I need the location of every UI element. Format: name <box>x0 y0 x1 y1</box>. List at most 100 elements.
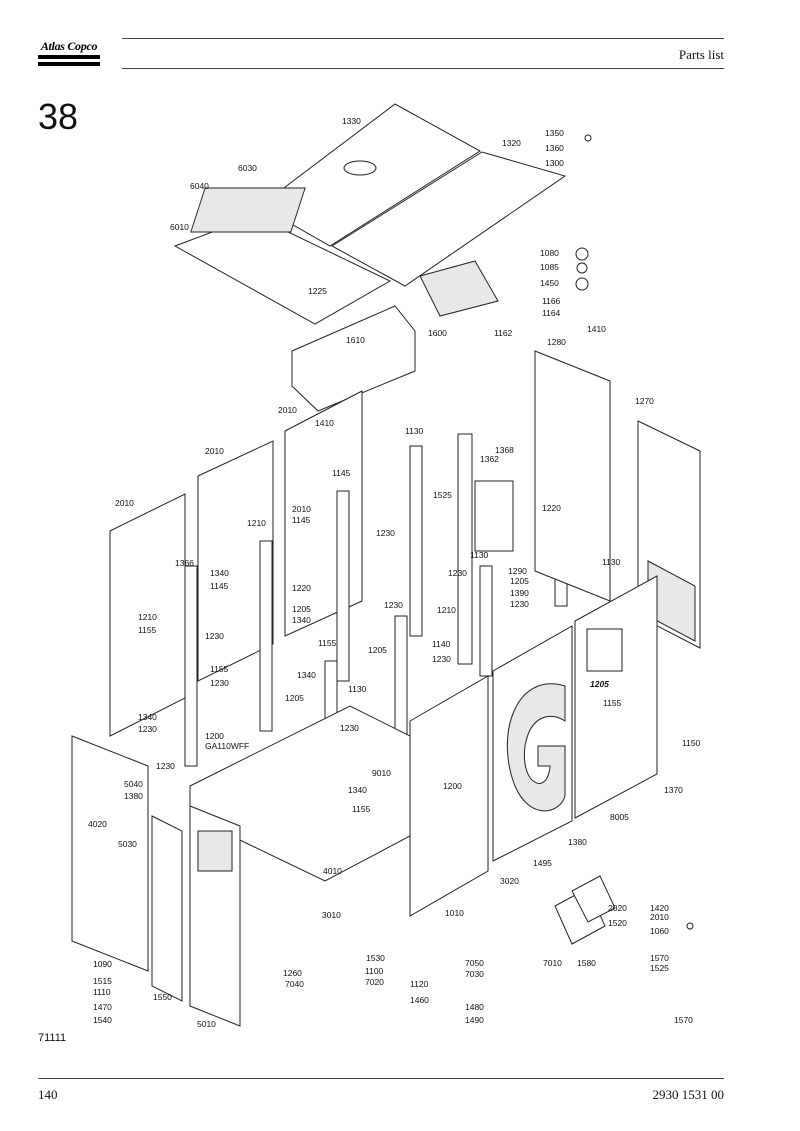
panel-9010 <box>574 575 658 819</box>
roof-panel-1330 <box>259 103 481 247</box>
part-number-label: 1085 <box>540 262 559 272</box>
part-number-label: 1350 <box>545 128 564 138</box>
part-number-label: 1280 <box>547 337 566 347</box>
part-number-label: 1205 <box>510 576 529 586</box>
part-number-label: 6010 <box>170 222 189 232</box>
part-number-label: 1205 <box>368 645 387 655</box>
part-number-label: 1130 <box>405 426 424 436</box>
panel-2010-b <box>197 440 274 682</box>
part-number-label: 1200 <box>443 781 462 791</box>
part-number-label: 5010 <box>197 1019 216 1029</box>
part-number-label: 1340 <box>138 712 157 722</box>
header-title: Parts list <box>678 47 724 62</box>
part-number-label: 1490 <box>465 1015 484 1025</box>
vent-grille-1162 <box>419 260 499 317</box>
part-number-label: 1220 <box>292 583 311 593</box>
part-number-label: 7050 <box>465 958 484 968</box>
gasket-1520 <box>571 875 616 923</box>
part-number-label: 1580 <box>577 958 596 968</box>
part-number-label: 1010 <box>445 908 464 918</box>
part-number-label: 1100 <box>365 966 384 976</box>
part-number-label: 1155 <box>318 638 337 648</box>
part-number-label: 7020 <box>365 977 384 987</box>
part-number-label: 7010 <box>543 958 562 968</box>
upright-1145-c <box>479 565 493 677</box>
part-number-label: 1340 <box>292 615 311 625</box>
header-rule-top <box>122 38 724 39</box>
part-number-label: GA110WFF <box>205 741 249 751</box>
part-number-label: 1155 <box>352 804 371 814</box>
part-number-label: 1162 <box>494 328 513 338</box>
part-number-label: 2010 <box>292 504 311 514</box>
part-number-label: 1210 <box>247 518 266 528</box>
panel-1380 <box>71 735 149 972</box>
part-number-label: 1570 <box>650 953 669 963</box>
part-number-label: 1230 <box>210 678 229 688</box>
part-number-label: 3020 <box>500 876 519 886</box>
logo-bar <box>38 62 100 66</box>
part-number-label: 6030 <box>238 163 257 173</box>
channel-1525 <box>457 433 473 665</box>
part-number-label: 1340 <box>210 568 229 578</box>
part-number-label: 1230 <box>432 654 451 664</box>
part-number-label: 1368 <box>495 445 514 455</box>
part-number-label: 1205 <box>590 679 609 689</box>
part-number-label: 1230 <box>376 528 395 538</box>
duct-1600 <box>291 305 416 412</box>
part-number-label: 1540 <box>93 1015 112 1025</box>
figure-id: 71111 <box>38 1032 67 1044</box>
part-number-label: 1366 <box>175 558 194 568</box>
part-number-label: 1225 <box>308 286 327 296</box>
part-number-label: 1390 <box>510 588 529 598</box>
part-number-label: 1230 <box>205 631 224 641</box>
part-number-label: 1340 <box>348 785 367 795</box>
upright-1130-b <box>409 445 423 637</box>
upright-1130-a <box>184 565 198 767</box>
plate-1362 <box>474 480 514 552</box>
part-number-label: 1060 <box>650 926 669 936</box>
part-number-label: 1166 <box>542 296 561 306</box>
panel-2010-d <box>409 675 489 917</box>
part-number-label: 1230 <box>156 761 175 771</box>
part-number-label: 1460 <box>410 995 429 1005</box>
part-number-label: 1515 <box>93 976 112 986</box>
upright-1145-b <box>336 490 350 682</box>
part-number-label: 1230 <box>138 724 157 734</box>
grille-6030 <box>190 187 306 233</box>
part-number-label: 1230 <box>448 568 467 578</box>
part-number-label: 1320 <box>502 138 521 148</box>
part-number-label: 1330 <box>342 116 361 126</box>
part-number-label: 1340 <box>297 670 316 680</box>
g-emblem-3010 <box>506 683 566 812</box>
part-number-label: 1230 <box>340 723 359 733</box>
part-number-label: 1130 <box>470 550 489 560</box>
part-number-label: 1230 <box>510 599 529 609</box>
document-number: 2930 1531 00 <box>652 1087 725 1102</box>
part-number-label: 1090 <box>93 959 112 969</box>
part-number-label: 1450 <box>540 278 559 288</box>
part-number-label: 1525 <box>650 963 669 973</box>
part-number-label: 1525 <box>433 490 452 500</box>
part-number-label: 1550 <box>153 992 172 1002</box>
part-number-label: 7040 <box>285 979 304 989</box>
roof-panel-1320 <box>331 151 567 287</box>
part-number-label: 1220 <box>542 503 561 513</box>
part-number-label: 4020 <box>88 819 107 829</box>
panel-3010 <box>492 625 573 862</box>
part-number-label: 9010 <box>372 768 391 778</box>
part-number-label: 1200 <box>205 731 224 741</box>
part-number-label: 2020 <box>608 903 627 913</box>
part-number-label: 1164 <box>542 308 561 318</box>
header-rule-bottom <box>122 68 724 69</box>
display-9010 <box>586 628 623 672</box>
part-number-label: 5040 <box>124 779 143 789</box>
part-number-label: 1600 <box>428 328 447 338</box>
part-number-label: 1145 <box>210 581 229 591</box>
logo-bar <box>38 55 100 59</box>
atlas-copco-logo: Atlas Copco <box>38 38 100 68</box>
part-number-label: 1360 <box>545 143 564 153</box>
part-number-label: 1370 <box>664 785 683 795</box>
part-number-label: 1300 <box>545 158 564 168</box>
part-number-label: 1130 <box>348 684 367 694</box>
